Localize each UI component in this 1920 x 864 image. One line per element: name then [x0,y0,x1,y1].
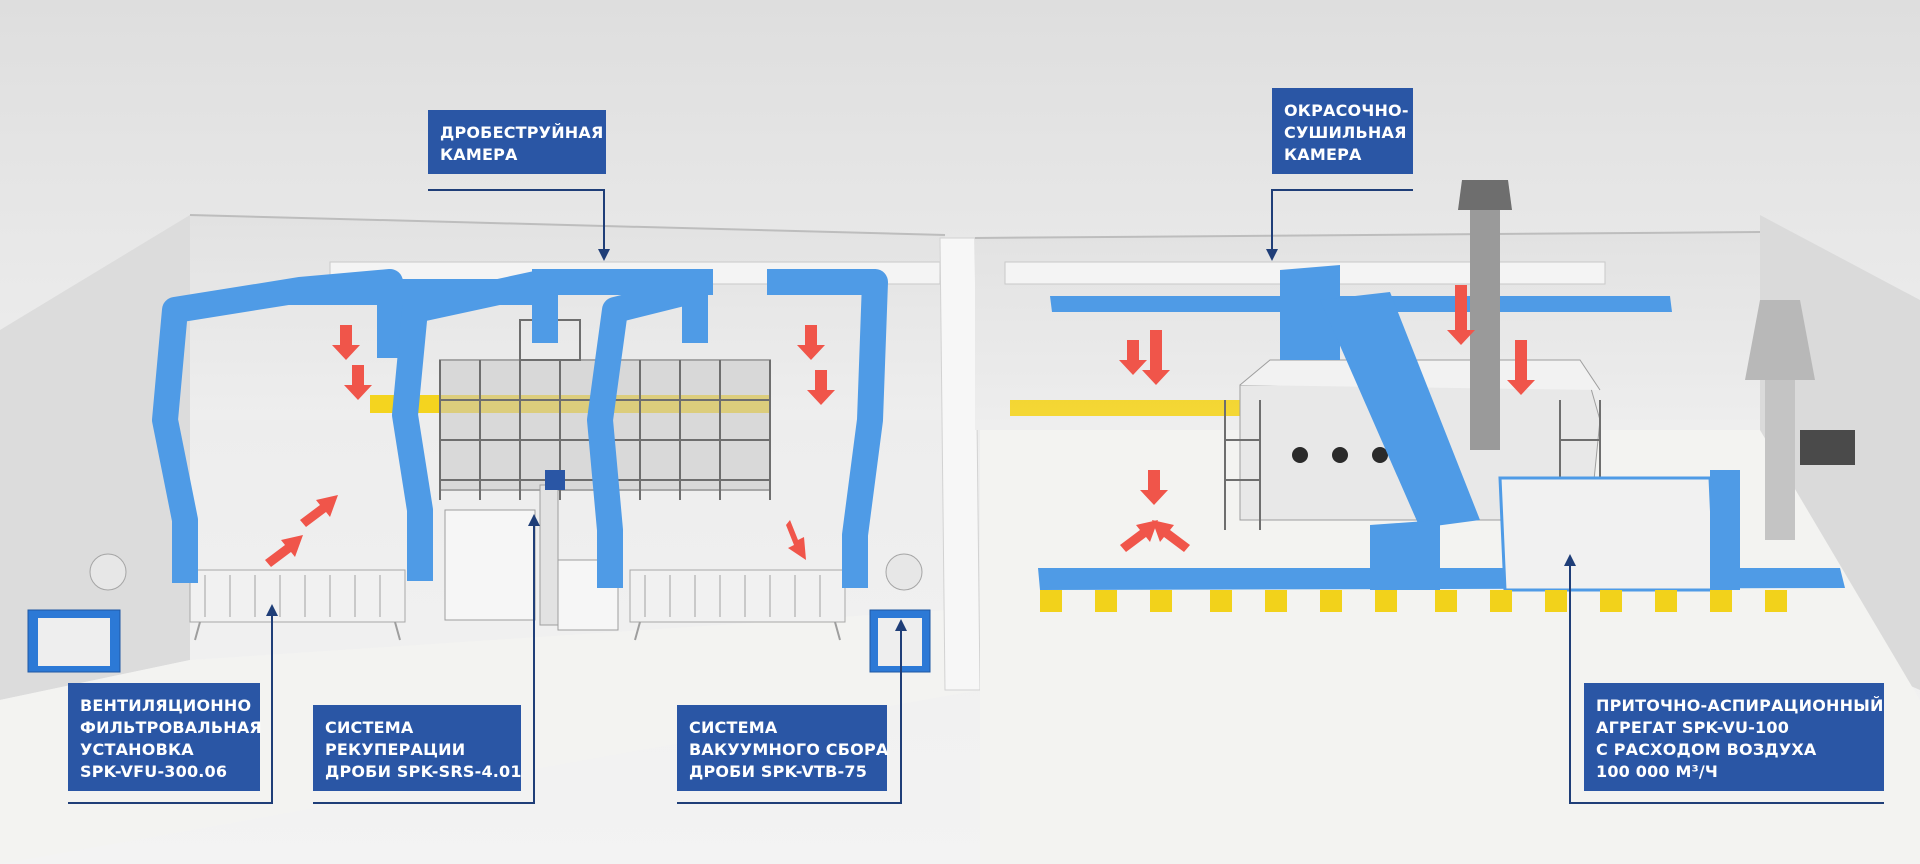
label-paint-dry-chamber: ОКРАСОЧНО- СУШИЛЬНАЯ КАМЕРА [1272,88,1413,174]
label-supply-aspiration-unit: ПРИТОЧНО-АСПИРАЦИОННЫЙ АГРЕГАТ SPK-VU-10… [1584,683,1884,791]
label-vacuum-collection: СИСТЕМА ВАКУУМНОГО СБОРА ДРОБИ SPK-VTB-7… [677,705,889,791]
label-shot-blast-line-1: ДРОБЕСТРУЙНАЯ [440,123,604,142]
label-recuperation-line-3: ДРОБИ SPK-SRS-4.01 [325,762,522,781]
leader-line-vacuum [677,619,907,804]
label-vacuum-line-3: ДРОБИ SPK-VTB-75 [689,762,868,781]
duct-supports [1040,590,1787,612]
label-vent-filter-unit: ВЕНТИЛЯЦИОННО ФИЛЬТРОВАЛЬНАЯ УСТАНОВКА S… [68,683,262,791]
airflow-arrows [265,285,1535,567]
label-paint-dry-line-3: КАМЕРА [1284,145,1362,164]
leader-line-paint-dry [1266,189,1413,261]
label-recuperation-system: СИСТЕМА РЕКУПЕРАЦИИ ДРОБИ SPK-SRS-4.01 [313,705,522,791]
label-vent-filter-line-2: ФИЛЬТРОВАЛЬНАЯ [80,718,262,737]
leader-line-recuperation [313,514,540,804]
label-paint-dry-line-1: ОКРАСОЧНО- [1284,101,1409,120]
leader-lines [68,189,1884,804]
label-supply-unit-line-3: С РАСХОДОМ ВОЗДУХА [1596,740,1817,759]
shot-blast-ducts [152,269,888,588]
label-vent-filter-line-1: ВЕНТИЛЯЦИОННО [80,696,252,715]
label-supply-unit-line-1: ПРИТОЧНО-АСПИРАЦИОННЫЙ [1596,696,1884,715]
label-supply-unit-line-4: 100 000 м³/ч [1596,762,1719,781]
vent-filter-units [189,569,846,641]
label-shot-blast-chamber: ДРОБЕСТРУЙНАЯ КАМЕРА [428,110,606,174]
leader-line-shot-blast [428,189,610,261]
label-vent-filter-line-4: SPK-VFU-300.06 [80,762,228,781]
label-supply-unit-line-2: АГРЕГАТ SPK-VU-100 [1596,718,1790,737]
leader-line-supply-unit [1564,554,1884,804]
exhaust-stacks [1458,180,1855,540]
label-shot-blast-line-2: КАМЕРА [440,145,518,164]
label-vent-filter-line-3: УСТАНОВКА [80,740,194,759]
label-recuperation-line-1: СИСТЕМА [325,718,414,737]
label-paint-dry-line-2: СУШИЛЬНАЯ [1284,123,1407,142]
label-vacuum-line-1: СИСТЕМА [689,718,778,737]
label-vacuum-line-2: ВАКУУМНОГО СБОРА [689,740,889,759]
leader-line-vent-filter [68,604,278,804]
paint-hall-ducts [1038,265,1845,592]
recuperation-system [444,470,619,631]
label-recuperation-line-2: РЕКУПЕРАЦИИ [325,740,466,759]
partition-wall [939,237,981,691]
